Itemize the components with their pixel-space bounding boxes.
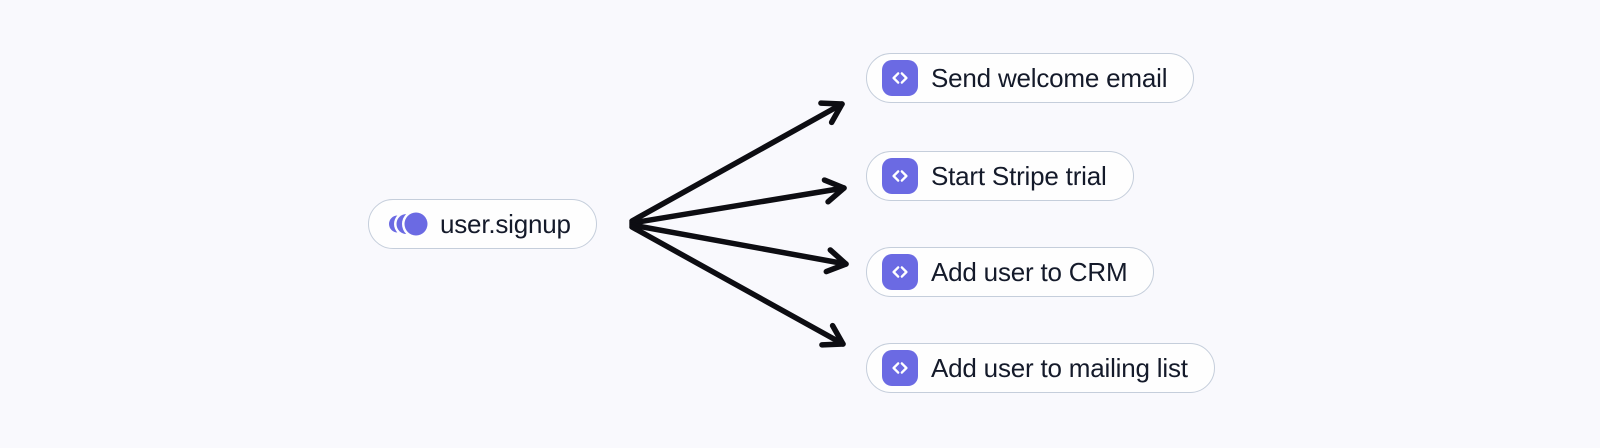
function-node-label: Add user to mailing list (931, 352, 1188, 383)
arrow-to-start-stripe-trial (629, 177, 847, 226)
function-node-label: Start Stripe trial (931, 160, 1107, 191)
function-node-start-stripe-trial: Start Stripe trial (866, 151, 1134, 201)
function-node-add-user-to-crm: Add user to CRM (866, 247, 1155, 297)
code-icon (882, 350, 918, 386)
code-icon (882, 158, 918, 194)
code-icon (882, 254, 918, 290)
event-node-user-signup: user.signup (368, 199, 597, 249)
function-node-label: Add user to CRM (931, 256, 1128, 287)
arrow-to-add-user-to-mailing-list (629, 224, 846, 348)
event-node-label: user.signup (440, 208, 571, 239)
arrow-to-add-user-to-crm (629, 222, 849, 275)
code-icon (882, 60, 918, 96)
event-pulse-icon (386, 211, 428, 237)
function-node-send-welcome-email: Send welcome email (866, 53, 1195, 103)
function-node-add-user-to-mailing-list: Add user to mailing list (866, 343, 1215, 393)
function-node-label: Send welcome email (931, 62, 1168, 93)
arrow-to-send-welcome-email (629, 100, 845, 224)
